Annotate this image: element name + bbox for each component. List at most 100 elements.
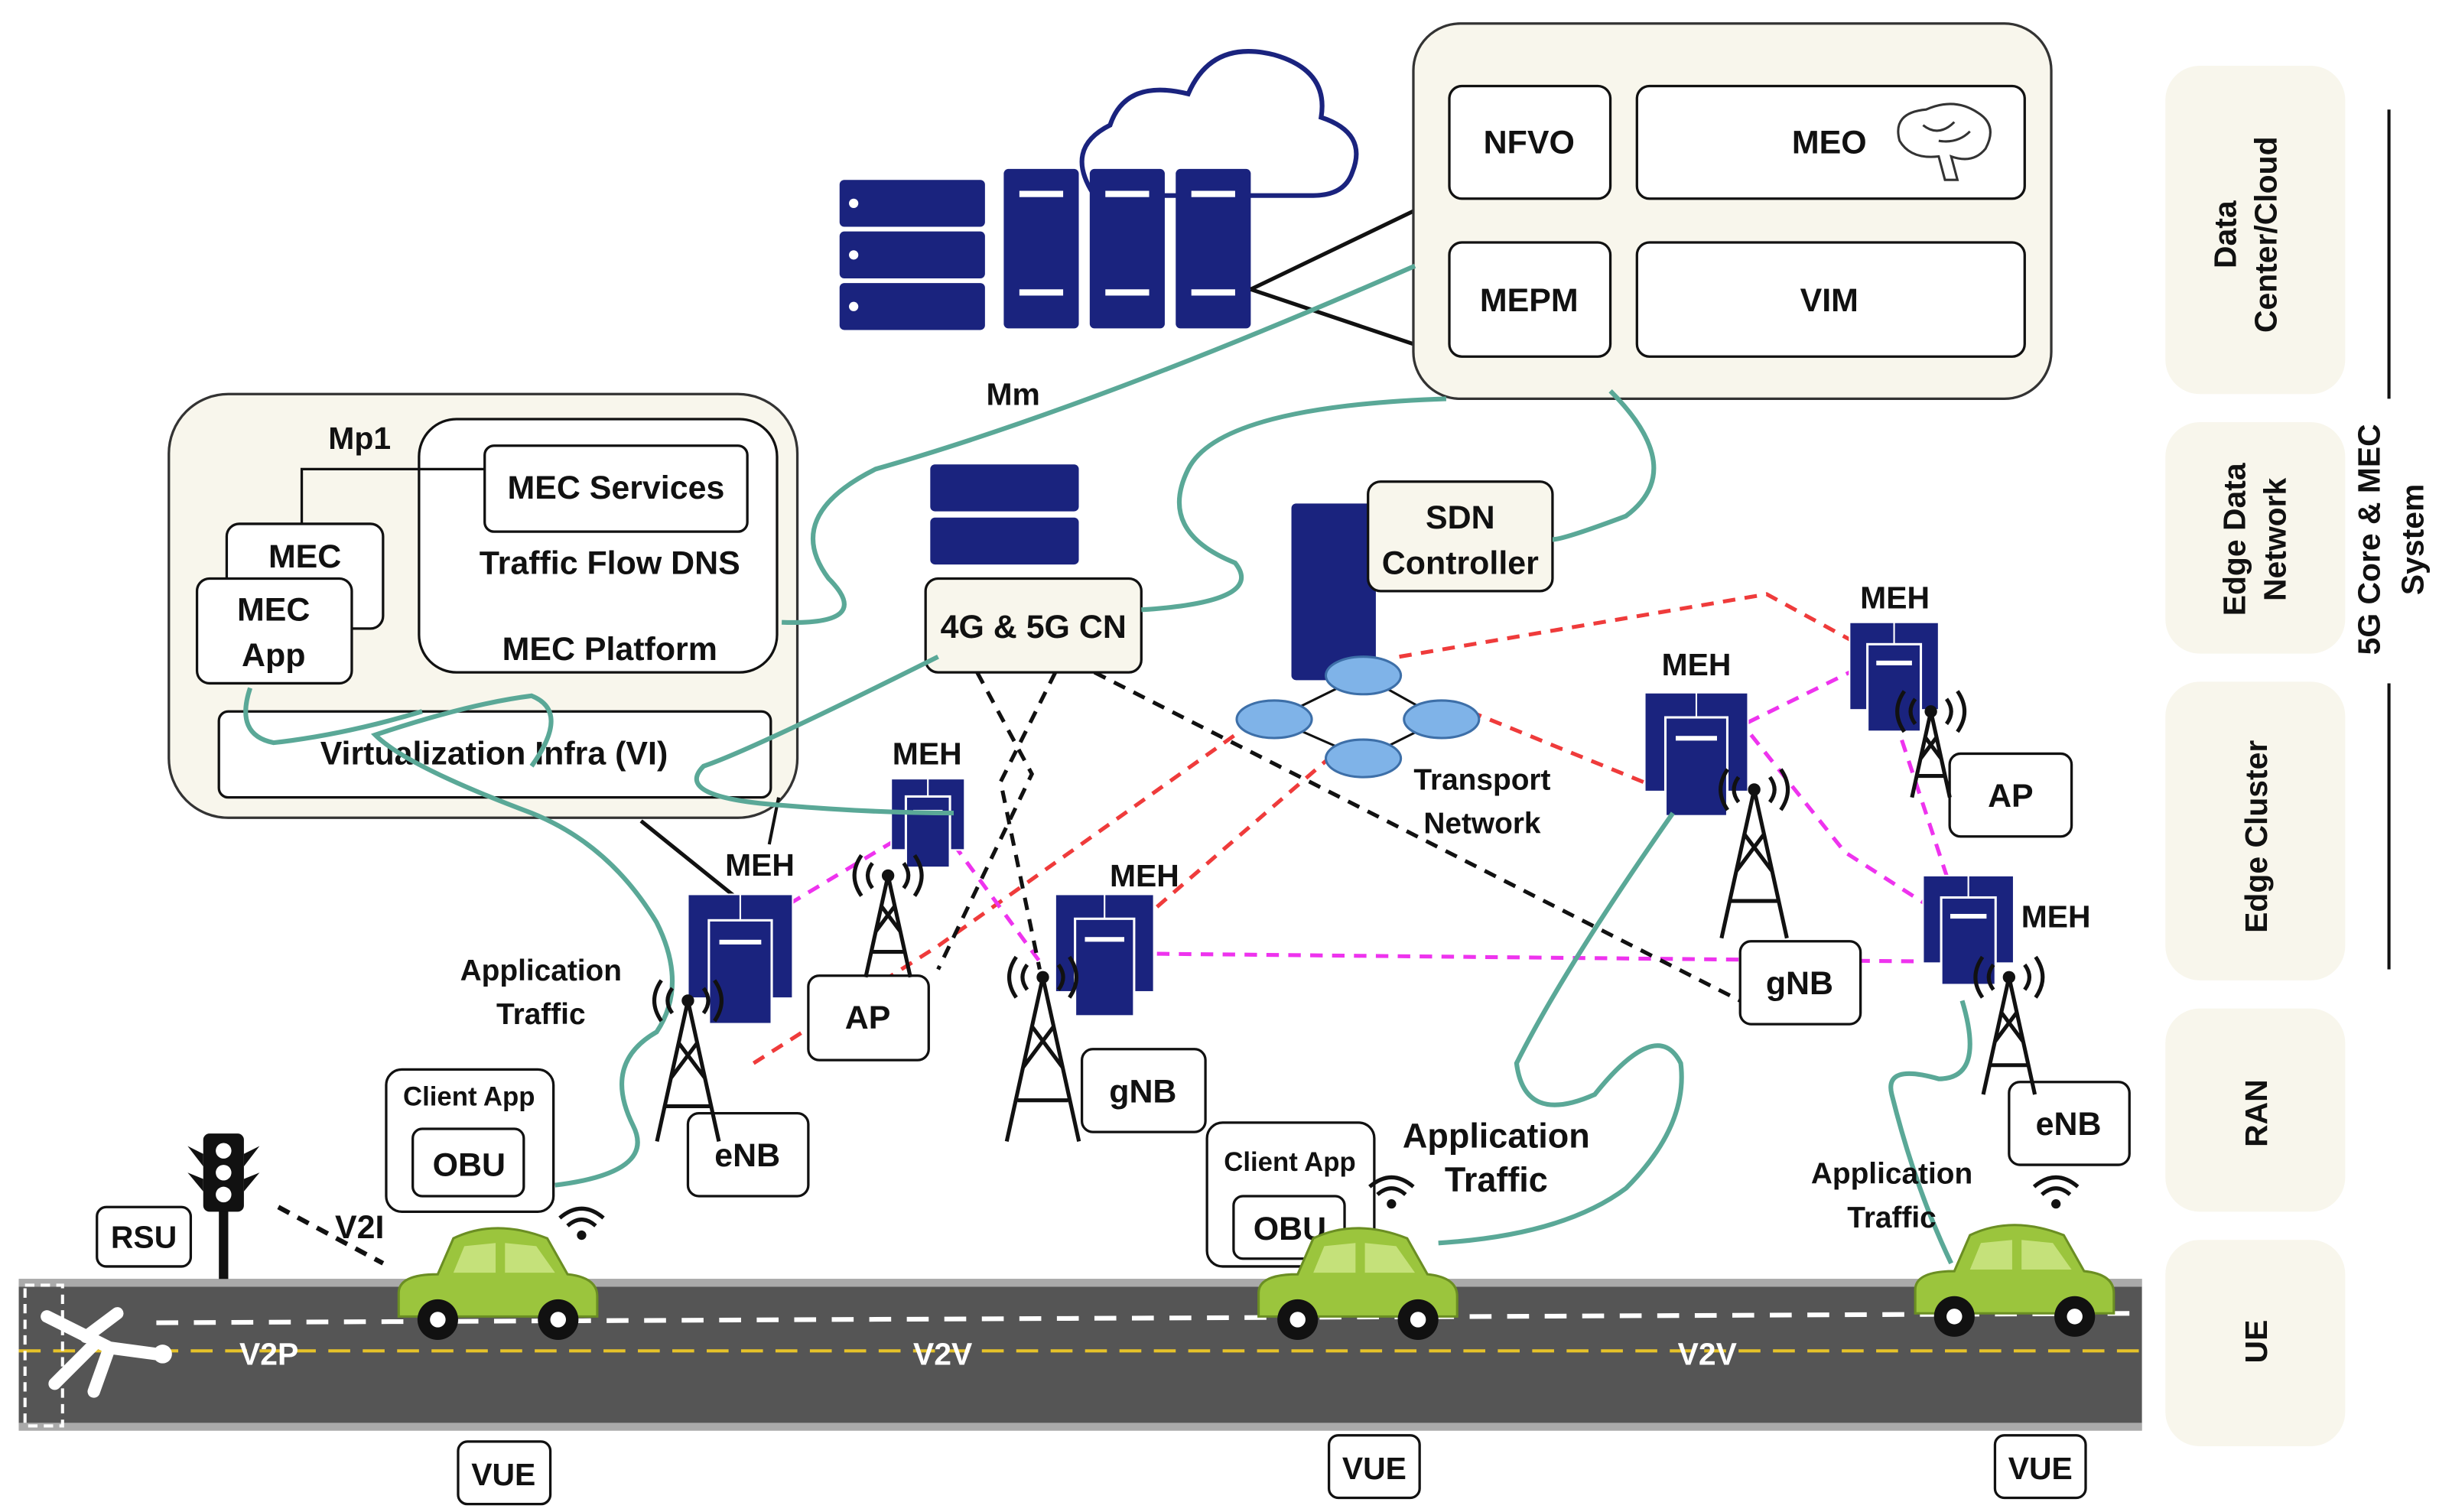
tower-server-icon bbox=[1176, 168, 1251, 329]
enb-label: eNB bbox=[714, 1137, 780, 1174]
wifi-icon bbox=[558, 1206, 605, 1240]
cell-tower-icon bbox=[652, 979, 724, 1142]
mec-app-box bbox=[195, 577, 353, 685]
layer-edge-data-network bbox=[2165, 422, 2346, 654]
mec-services-box bbox=[483, 444, 749, 533]
gnb-box bbox=[1080, 1048, 1207, 1133]
mepm-box bbox=[1448, 241, 1612, 358]
ap-label: AP bbox=[845, 1000, 891, 1036]
app-traffic-label: Traffic bbox=[1445, 1160, 1548, 1199]
app-traffic-label: Application bbox=[460, 954, 622, 987]
gnb-label: gNB bbox=[1109, 1073, 1176, 1110]
mec-app-label: App bbox=[242, 637, 305, 674]
meh-label: MEH bbox=[1662, 647, 1732, 682]
cell-tower-icon bbox=[1719, 768, 1790, 939]
system-label: 5G Core & MEC bbox=[2351, 424, 2386, 655]
mec-label: MEC bbox=[268, 538, 341, 575]
app-traffic-label: Traffic bbox=[496, 998, 586, 1031]
enb-box bbox=[2008, 1081, 2131, 1166]
rsu-label: RSU bbox=[111, 1219, 177, 1254]
v2p-label: V2P bbox=[239, 1337, 298, 1372]
sdn-controller-box bbox=[1367, 480, 1554, 593]
app-traffic-label: Application bbox=[1811, 1158, 1972, 1191]
meh-server-icon bbox=[1849, 621, 1940, 733]
router-icon bbox=[1235, 655, 1481, 779]
layer-panels: Data Center/Cloud Edge Data Network Edge… bbox=[2165, 65, 2431, 1447]
core-network: 4G & 5G CN SDN Controller Transport Netw… bbox=[924, 464, 1554, 841]
meh-server-icon bbox=[890, 778, 966, 870]
layer-edge-cluster bbox=[2165, 681, 2346, 980]
transport-network-label: Transport bbox=[1413, 763, 1550, 796]
gnb-label: gNB bbox=[1766, 965, 1833, 1002]
tower-server-icon bbox=[1003, 168, 1079, 329]
layer-label: RAN bbox=[2239, 1079, 2274, 1147]
data-center-servers bbox=[839, 168, 1251, 330]
layer-label: Network bbox=[2258, 477, 2293, 601]
obu-label: OBU bbox=[433, 1146, 506, 1183]
traffic-flow-dns-label: Traffic Flow DNS bbox=[480, 545, 740, 581]
layer-label: UE bbox=[2239, 1320, 2274, 1364]
app-traffic-label: Application bbox=[1403, 1117, 1590, 1156]
mec-services-label: MEC Services bbox=[508, 470, 725, 506]
client-app-label: Client App bbox=[403, 1082, 535, 1111]
layer-ue bbox=[2165, 1240, 2346, 1447]
client-app-label: Client App bbox=[1224, 1148, 1355, 1177]
v2i-label: V2I bbox=[335, 1209, 384, 1246]
application-traffic-paths bbox=[243, 263, 1972, 1265]
vue-label: VUE bbox=[471, 1457, 535, 1492]
sdn-label: SDN bbox=[1426, 499, 1495, 536]
layer-label: Center/Cloud bbox=[2248, 136, 2283, 333]
car-icon bbox=[397, 1227, 599, 1341]
layer-label: Edge Cluster bbox=[2239, 740, 2274, 933]
meo-label: MEO bbox=[1792, 124, 1867, 161]
vim-box bbox=[1635, 241, 2026, 358]
meh-server-icon bbox=[687, 893, 794, 1026]
vue-box bbox=[1993, 1434, 2087, 1500]
car-icon bbox=[1914, 1224, 2115, 1337]
pedestrian-icon bbox=[41, 1307, 172, 1398]
road: V2P V2V V2V bbox=[18, 1279, 2142, 1431]
ap-label: AP bbox=[1988, 778, 2034, 815]
sdn-server-icon bbox=[1291, 503, 1376, 681]
mec-app-label: MEC bbox=[237, 592, 310, 629]
mepm-label: MEPM bbox=[1480, 282, 1579, 319]
mec-host-panel: Mp1 MEC Services Traffic Flow DNS MEC Pl… bbox=[167, 392, 799, 819]
traffic-light-icon bbox=[187, 1133, 260, 1280]
road-surface bbox=[18, 1279, 2142, 1431]
cn-label: 4G & 5G CN bbox=[941, 609, 1127, 645]
meh-label: MEH bbox=[725, 847, 795, 883]
layer-label: Data bbox=[2207, 200, 2242, 268]
vue-label: VUE bbox=[1342, 1451, 1406, 1486]
rsu-box bbox=[96, 1205, 193, 1268]
brain-icon bbox=[1897, 102, 1992, 181]
tower-server-icon bbox=[1089, 168, 1165, 329]
cell-towers bbox=[652, 690, 2045, 1142]
vim-label: VIM bbox=[1800, 282, 1859, 319]
meh-label: MEH bbox=[1110, 858, 1179, 893]
transport-network-label: Network bbox=[1423, 808, 1541, 841]
v2v-label: V2V bbox=[913, 1337, 972, 1372]
cell-tower-icon bbox=[1895, 690, 1967, 798]
rack-server-icon bbox=[839, 180, 985, 330]
meh-label: MEH bbox=[1860, 580, 1930, 615]
car-icon bbox=[1257, 1227, 1459, 1341]
meo-box bbox=[1635, 84, 2026, 200]
mm-label: Mm bbox=[986, 377, 1039, 412]
cell-tower-icon bbox=[852, 854, 924, 978]
sdn-label: Controller bbox=[1382, 545, 1539, 581]
virtualization-infra-label: Virtualization Infra (VI) bbox=[320, 736, 668, 772]
nfvo-label: NFVO bbox=[1484, 124, 1575, 161]
lane-marking bbox=[156, 1311, 2142, 1325]
vue-label: VUE bbox=[2008, 1451, 2073, 1486]
meh-server-icon bbox=[1644, 691, 1749, 818]
cell-tower-icon bbox=[1973, 955, 2045, 1095]
layer-ran bbox=[2165, 1008, 2346, 1212]
gnb-box bbox=[1738, 940, 1862, 1026]
cloud-icon bbox=[1079, 49, 1359, 198]
layer-data-center bbox=[2165, 65, 2346, 395]
vehicles bbox=[397, 1175, 2115, 1341]
wifi-icon bbox=[2032, 1175, 2080, 1209]
vue-box bbox=[457, 1440, 552, 1506]
